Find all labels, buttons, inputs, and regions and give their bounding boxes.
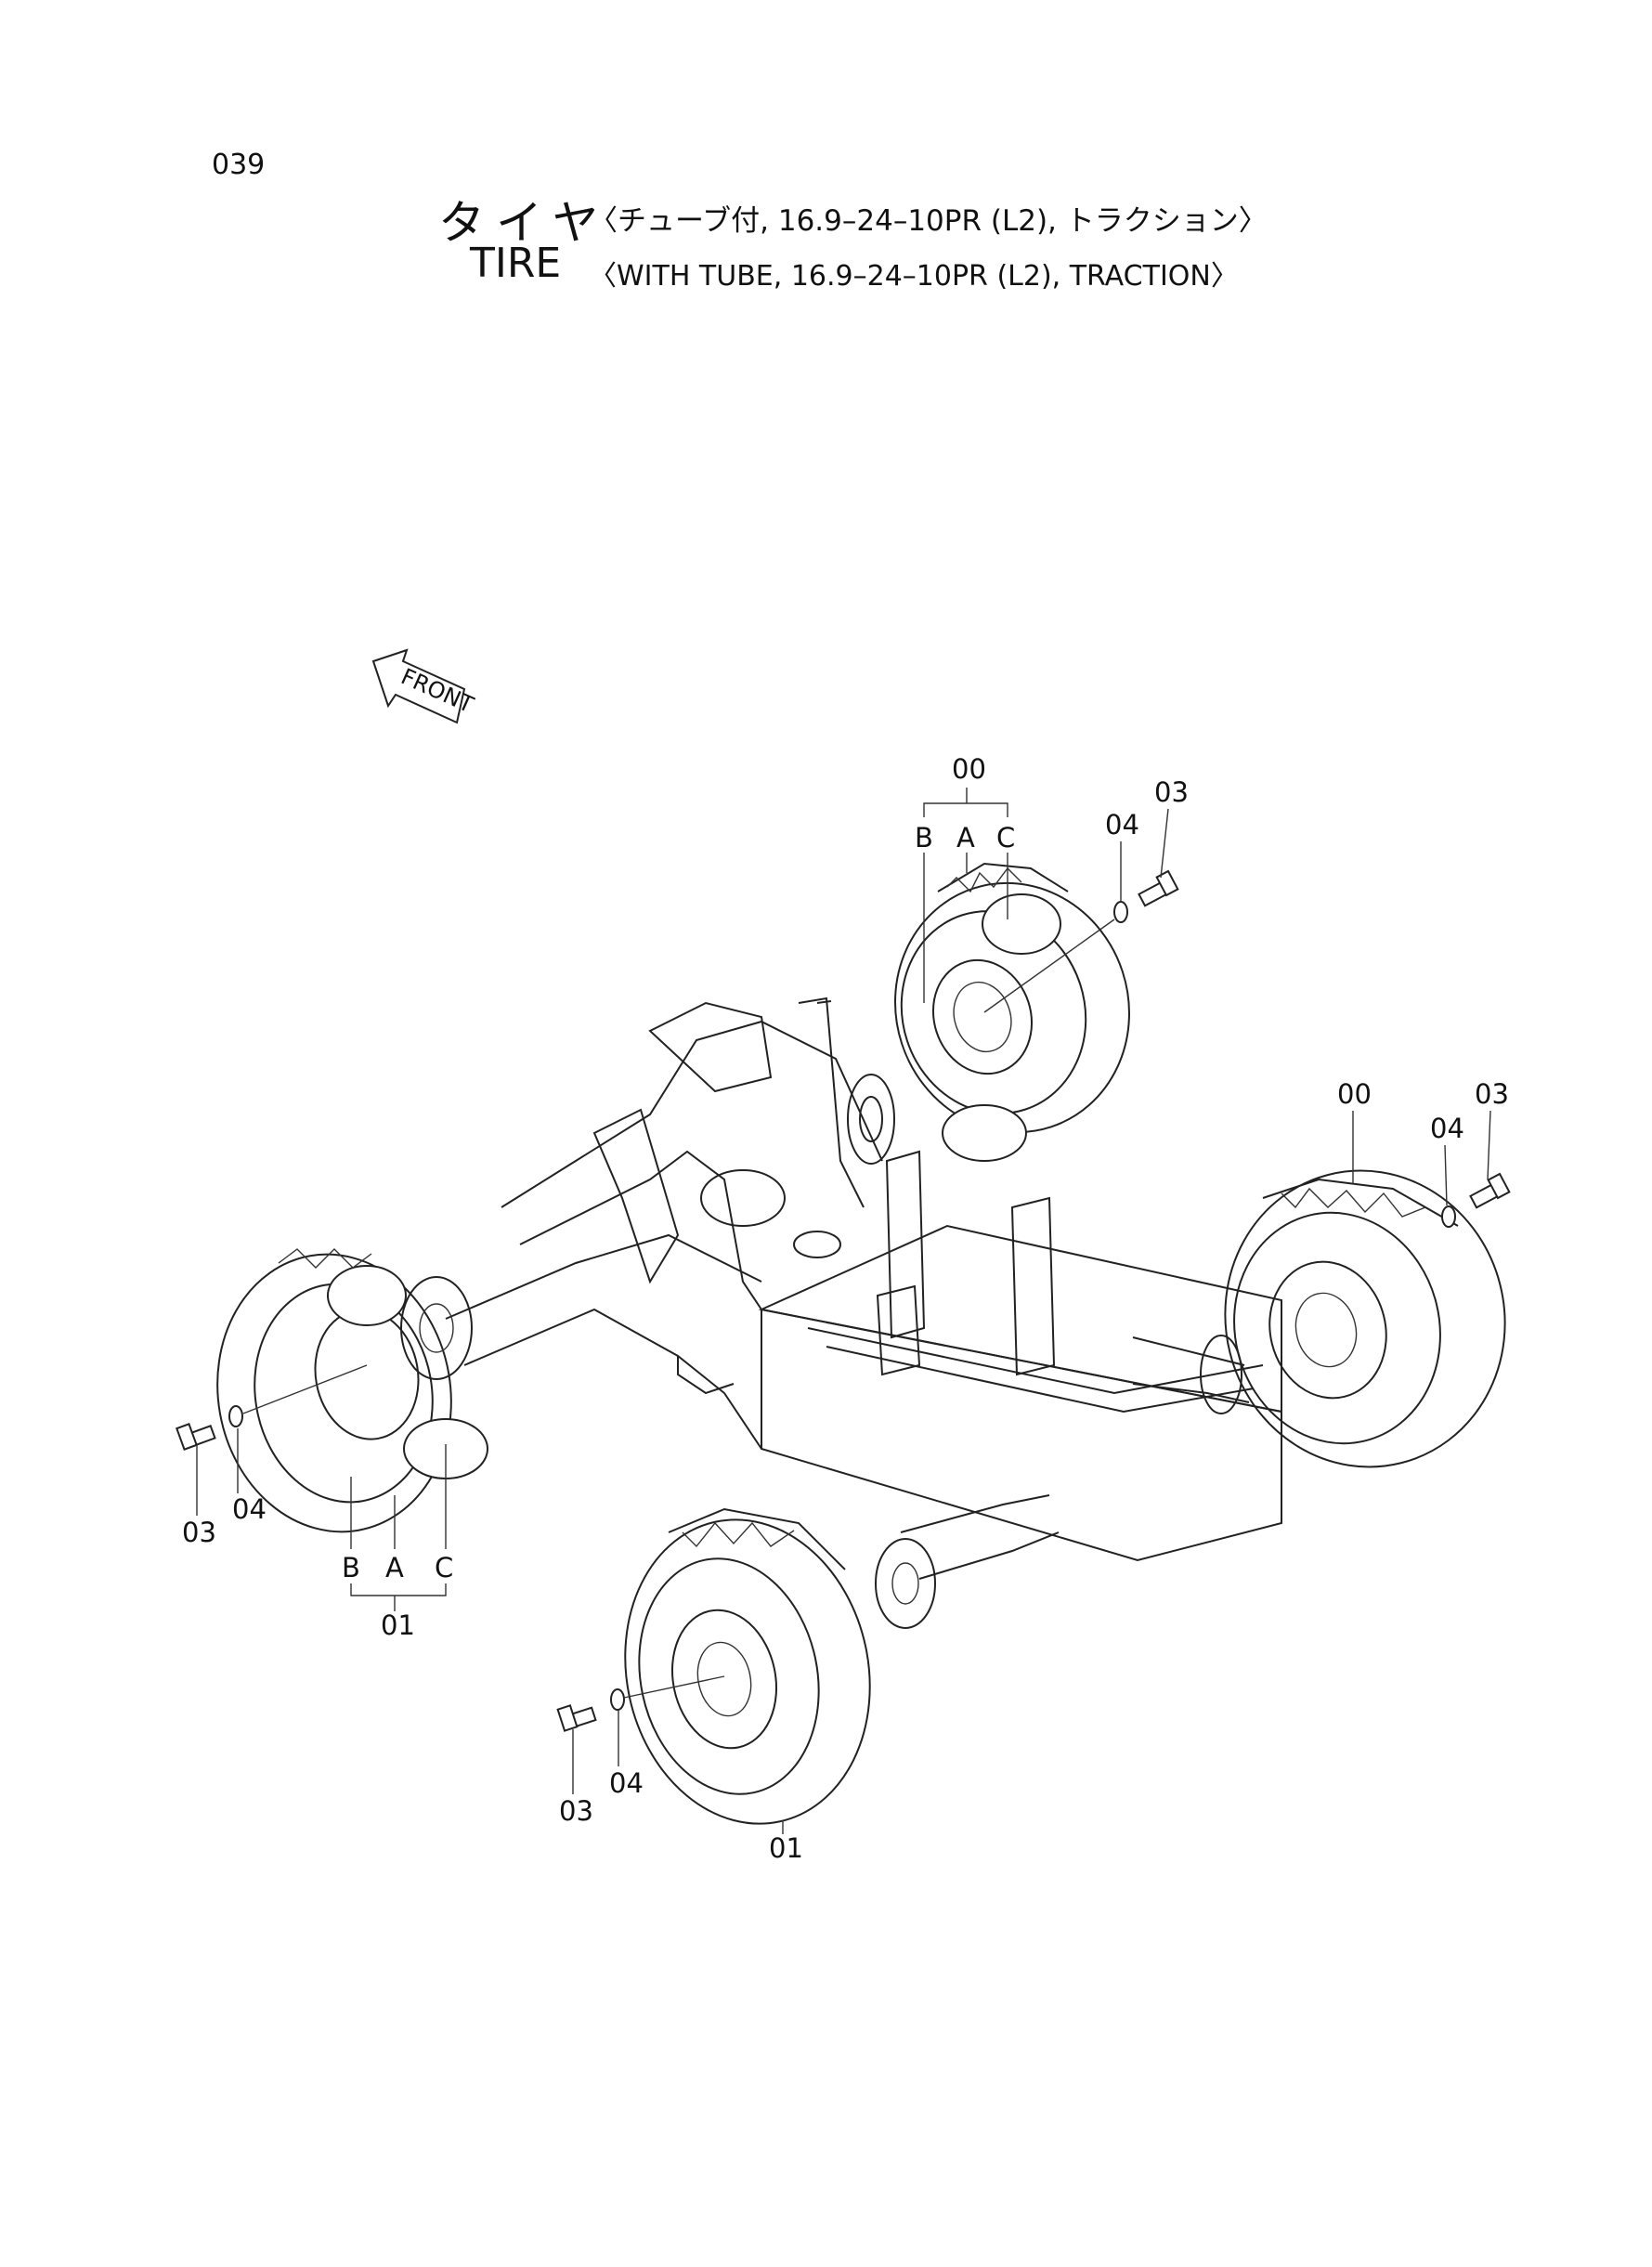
callout-rear-left-a: A	[956, 822, 975, 853]
bolt-icon	[1138, 869, 1179, 907]
callout-front-right-washer: 04	[609, 1767, 644, 1799]
callout-rear-left-b: B	[915, 822, 933, 853]
title-jp-sub: 〈チューブ付, 16.9–24–10PR (L2), トラクション〉	[589, 204, 1268, 238]
callout-front-left-b: B	[342, 1552, 360, 1583]
washer-icon	[610, 1688, 625, 1711]
callout-front-left-a: A	[385, 1552, 404, 1583]
bolt-icon	[556, 1704, 597, 1732]
washer-icon	[1113, 901, 1128, 923]
washer-icon	[228, 1405, 243, 1427]
callout-front-right: 01 04 03	[559, 1711, 803, 1864]
callout-front-left-c: C	[435, 1552, 453, 1583]
washer-icon	[1441, 1205, 1456, 1228]
front-right-tire	[624, 1507, 936, 1825]
rear-right-tire	[1200, 1169, 1506, 1468]
bolt-icon	[1469, 1172, 1511, 1209]
callout-rear-left-bolt: 03	[1154, 776, 1189, 808]
rear-left-tire	[894, 862, 1130, 1162]
callout-front-left-group: 01	[381, 1609, 415, 1641]
callout-front-left-washer: 04	[232, 1493, 267, 1525]
callout-front-right-bolt: 03	[559, 1795, 593, 1827]
front-arrow-icon: FRONT	[371, 648, 477, 724]
callout-rear-left-c: C	[996, 822, 1015, 853]
title-en-main: TIRE	[470, 240, 562, 287]
bolt-icon	[176, 1423, 216, 1451]
callout-rear-left-washer: 04	[1105, 809, 1139, 840]
callout-rear-right-bolt: 03	[1475, 1078, 1509, 1110]
title-jp-main: タイヤ	[438, 196, 610, 250]
callout-front-right-tire: 01	[769, 1832, 803, 1864]
callout-rear-left: 00 B A C 04 03	[915, 753, 1189, 1003]
callout-front-left: B A C 01 04 03	[182, 1428, 453, 1641]
machine-frame	[445, 997, 1282, 1580]
callout-rear-right-tire: 00	[1337, 1078, 1372, 1110]
title-en-sub: 〈WITH TUBE, 16.9–24–10PR (L2), TRACTION〉	[589, 260, 1239, 293]
page-number: 039	[212, 149, 266, 181]
callout-rear-right: 00 04 03	[1337, 1078, 1509, 1206]
front-left-tire	[216, 1248, 488, 1533]
callout-rear-left-group: 00	[952, 753, 986, 785]
callout-front-left-bolt: 03	[182, 1517, 216, 1548]
callout-rear-right-washer: 04	[1430, 1113, 1464, 1144]
